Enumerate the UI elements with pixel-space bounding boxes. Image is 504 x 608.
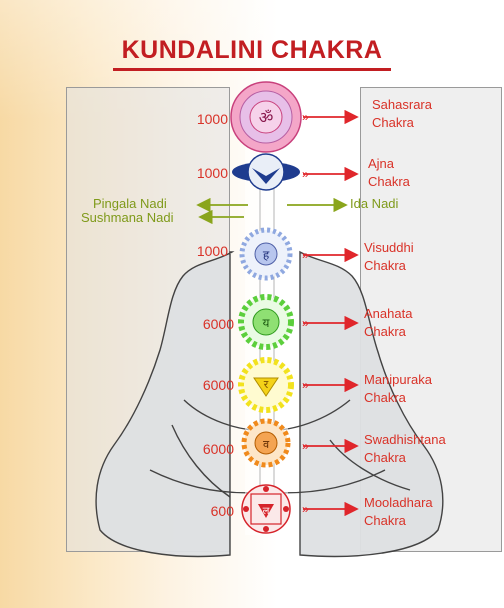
label-ajna-name: Ajna <box>368 155 410 173</box>
label-anahata-name: Anahata <box>364 305 412 323</box>
label-visuddhi-suffix: Chakra <box>364 257 414 275</box>
label-sahasrara-suffix: Chakra <box>372 114 432 132</box>
label-swadhishtana: Swadhishtana Chakra <box>364 431 446 467</box>
label-visuddhi-name: Visuddhi <box>364 239 414 257</box>
label-sahasrara: Sahasrara Chakra <box>372 96 432 132</box>
label-swadhishtana-suffix: Chakra <box>364 449 446 467</box>
label-manipuraka-suffix: Chakra <box>364 389 432 407</box>
count-mooladhara: 600 <box>184 503 234 519</box>
visuddhi-chakra-icon: ह <box>242 230 290 278</box>
label-manipuraka: Manipuraka Chakra <box>364 371 432 407</box>
label-anahata: Anahata Chakra <box>364 305 412 341</box>
label-ida-nadi: Ida Nadi <box>350 196 398 211</box>
label-pingala-nadi: Pingala Nadi <box>93 196 167 211</box>
svg-text:ह: ह <box>263 248 270 262</box>
label-anahata-suffix: Chakra <box>364 323 412 341</box>
label-mooladhara-name: Mooladhara <box>364 494 433 512</box>
label-sushmana-nadi: Sushmana Nadi <box>81 210 174 225</box>
count-ajna: 1000 <box>178 165 228 181</box>
svg-text:»: » <box>302 502 309 516</box>
svg-text:व: व <box>263 438 270 451</box>
label-manipuraka-name: Manipuraka <box>364 371 432 389</box>
svg-text:»: » <box>302 439 309 453</box>
count-manipuraka: 6000 <box>184 377 234 393</box>
count-swadhishtana: 6000 <box>184 441 234 457</box>
mooladhara-chakra-icon: ल <box>242 485 290 533</box>
svg-text:»: » <box>302 316 309 330</box>
svg-text:ल: ल <box>263 506 270 517</box>
label-visuddhi: Visuddhi Chakra <box>364 239 414 275</box>
label-mooladhara-suffix: Chakra <box>364 512 433 530</box>
svg-text:»: » <box>302 110 309 124</box>
svg-text:र: र <box>264 378 269 391</box>
svg-text:»: » <box>302 248 309 262</box>
svg-text:»: » <box>302 378 309 392</box>
count-sahasrara: 1000 <box>178 111 228 127</box>
count-visuddhi: 1000 <box>178 243 228 259</box>
count-anahata: 6000 <box>184 316 234 332</box>
swadhishtana-chakra-icon: व <box>244 421 288 465</box>
label-ajna: Ajna Chakra <box>368 155 410 191</box>
svg-text:य: य <box>263 316 271 330</box>
label-mooladhara: Mooladhara Chakra <box>364 494 433 530</box>
ajna-chakra-icon <box>232 154 300 190</box>
svg-text:»: » <box>302 167 309 181</box>
label-swadhishtana-name: Swadhishtana <box>364 431 446 449</box>
anahata-chakra-icon: य <box>241 297 291 347</box>
svg-text:ॐ: ॐ <box>259 108 274 127</box>
label-ajna-suffix: Chakra <box>368 173 410 191</box>
sahasrara-chakra-icon: ॐ <box>231 82 301 152</box>
label-sahasrara-name: Sahasrara <box>372 96 432 114</box>
manipuraka-chakra-icon: र <box>241 360 291 410</box>
